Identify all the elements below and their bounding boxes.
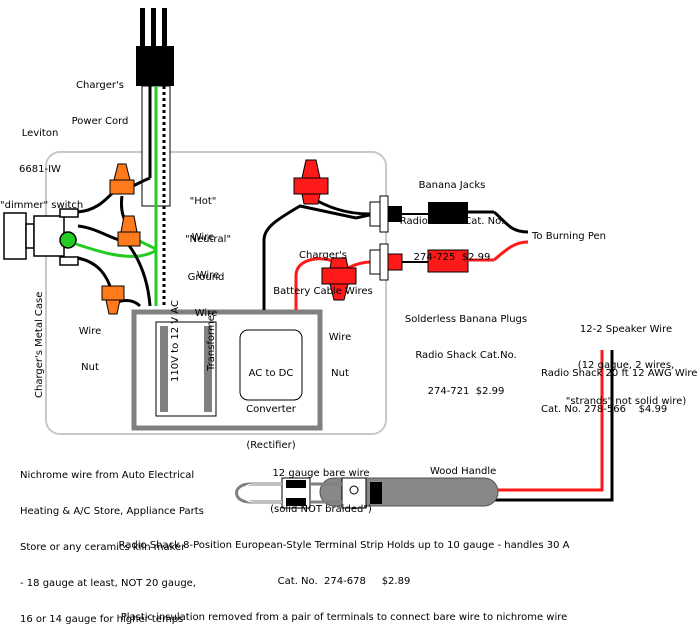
- converter-label-line2: Converter: [246, 404, 296, 415]
- wire-nut-hot: [109, 163, 135, 195]
- speaker-wire-cat-label-line2: Cat. No. 278-566 $4.99: [541, 404, 668, 415]
- hot-wire-label-line1: "Hot": [189, 196, 217, 207]
- banana-plug-red: [427, 249, 494, 273]
- ground-wire-label: Ground Wire: [182, 248, 230, 332]
- battery-cables-label: Charger's Battery Cable Wires: [268, 226, 378, 310]
- dimmer-switch: [3, 208, 79, 266]
- charger-metal-case: [45, 151, 387, 435]
- wire-nut-neutral: [117, 215, 141, 247]
- terminal-strip: [281, 477, 382, 509]
- cable-connector-bottom: [321, 257, 357, 301]
- power-cord-label: Charger's Power Cord: [60, 56, 140, 140]
- battery-cables-label-line1: Charger's: [299, 250, 347, 261]
- neutral-wire-label: "Neutral" Wire: [178, 210, 238, 294]
- banana-plugs-label: Solderless Banana Plugs Radio Shack Cat.…: [396, 290, 536, 410]
- cable-connector-top: [293, 159, 329, 205]
- banana-jacks-label-line3: 274-725 $2.99: [413, 252, 491, 263]
- metal-case-label: Charger's Metal Case: [34, 291, 45, 398]
- banana-plug-black: [428, 202, 494, 224]
- wiring-diagram: [3, 8, 614, 509]
- banana-plugs-label-line3: 274-721 $2.99: [427, 386, 505, 397]
- transformer-label: 110V to 12 V AC Transformer: [146, 296, 230, 386]
- terminal-strip-label-line3: Plastic insulation removed from a pair o…: [120, 612, 568, 623]
- to-burning-pen-label: To Burning Pen: [532, 231, 606, 242]
- banana-plugs-label-line1: Solderless Banana Plugs: [404, 314, 528, 325]
- wire-nut-right-label-line1: Wire: [328, 332, 352, 343]
- ground-wire-label-line1: Ground: [187, 272, 225, 283]
- hot-wire-label: "Hot" Wire: [178, 172, 228, 256]
- neutral-wire-label-line2: Wire: [196, 270, 220, 281]
- terminal-strip-label-line1: Radio Shack 8-Position European-Style Te…: [118, 540, 570, 551]
- leviton-label: Leviton 6681-IW "dimmer" switch: [0, 104, 84, 224]
- converter-label-line1: AC to DC: [248, 368, 294, 379]
- converter-label: AC to DC Converter (Rectifier): [240, 344, 302, 464]
- wire-nut-left-label: Wire Nut: [72, 302, 108, 386]
- speaker-wire-label-line3: "strands" not solid wire): [565, 396, 687, 407]
- speaker-wire-label-line2: (12 gague, 2 wires,: [577, 360, 675, 371]
- power-cord-label-line2: Power Cord: [71, 116, 129, 127]
- nichrome-label-line1: Nichrome wire from Auto Electrical: [20, 470, 195, 481]
- nichrome-label-line3: Store or any ceramics kiln maker: [20, 542, 186, 553]
- leviton-label-line1: Leviton: [21, 128, 59, 139]
- terminal-strip-label: Radio Shack 8-Position European-Style Te…: [64, 516, 624, 636]
- battery-cables-label-line2: Battery Cable Wires: [273, 286, 373, 297]
- banana-jack-red: [369, 243, 428, 281]
- wood-handle-label: Wood Handle: [430, 466, 497, 477]
- ground-wire-label-line2: Wire: [194, 308, 218, 319]
- banana-jack-black: [369, 195, 428, 233]
- transformer-block: [131, 309, 323, 431]
- hot-wire-label-line2: Wire: [191, 232, 215, 243]
- banana-jacks-label-line1: Banana Jacks: [418, 180, 486, 191]
- transformer-label-line1: 110V to 12 V AC: [170, 300, 181, 382]
- converter-label-line3: (Rectifier): [246, 440, 296, 451]
- speaker-wire-label: 12-2 Speaker Wire (12 gague, 2 wires, "s…: [556, 300, 696, 420]
- terminal-strip-label-line2: Cat. No. 274-678 $2.89: [277, 576, 411, 587]
- wire-nut-right-label: Wire Nut: [322, 308, 358, 392]
- power-cord-label-line1: Charger's: [76, 80, 124, 91]
- nichrome-label-line2: Heating & A/C Store, Appliance Parts: [20, 506, 204, 517]
- wire-nut-right-label-line2: Nut: [331, 368, 349, 379]
- wire-nut-left: [101, 285, 125, 315]
- speaker-wire-cat-label: Radio Shack 20 ft 12 AWG Wire Cat. No. 2…: [541, 344, 697, 428]
- leviton-label-line3: "dimmer" switch: [0, 200, 84, 211]
- banana-jacks-label-line2: Radio Shack Cat. No.: [399, 216, 505, 227]
- leviton-label-line2: 6681-IW: [19, 164, 61, 175]
- wire-nut-left-label-line2: Nut: [81, 362, 99, 373]
- bare-wire-label-line1: 12 gauge bare wire: [272, 468, 370, 479]
- speaker-wire-label-line1: 12-2 Speaker Wire: [579, 324, 673, 335]
- transformer-label-line2: Transformer: [206, 311, 217, 372]
- neutral-wire-label-line1: "Neutral": [184, 234, 232, 245]
- banana-jacks-label: Banana Jacks Radio Shack Cat. No. 274-72…: [392, 156, 512, 276]
- speaker-wire-cat-label-line1: Radio Shack 20 ft 12 AWG Wire: [541, 368, 698, 379]
- wire-nut-left-label-line1: Wire: [78, 326, 102, 337]
- banana-plugs-label-line2: Radio Shack Cat.No.: [415, 350, 517, 361]
- bare-wire-label-line2: (solid NOT braided"): [270, 504, 372, 515]
- bare-wire-label: 12 gauge bare wire (solid NOT braided"): [266, 444, 376, 528]
